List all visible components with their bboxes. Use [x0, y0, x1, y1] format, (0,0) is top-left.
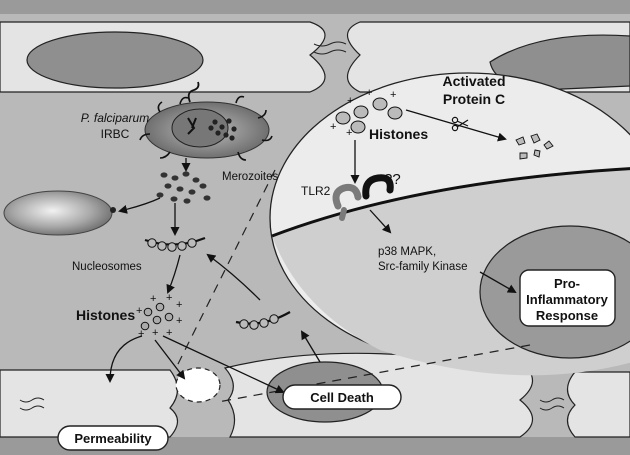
irbc-binding-strand: [187, 81, 200, 103]
pathway-arrows: [105, 109, 517, 394]
activated-protein-c-line1: Activated: [442, 73, 505, 89]
histone-particle-icon: [140, 302, 174, 331]
svg-text:+: +: [138, 328, 144, 340]
histones-left-label: Histones: [76, 307, 135, 323]
pro-inflammatory-response-box: [519, 269, 616, 327]
svg-text:+: +: [346, 127, 352, 139]
tight-junction-bottom-right: [539, 397, 565, 411]
svg-text:+: +: [152, 327, 158, 339]
svg-text:+: +: [347, 95, 353, 107]
degraded-histone-fragments: [515, 133, 554, 160]
cell-death-label: Cell Death: [310, 390, 374, 405]
svg-text:+: +: [136, 305, 142, 317]
cell-membrane: [271, 167, 630, 238]
response-label-line3: Response: [536, 308, 598, 323]
tlr2-receptor-stem: [339, 207, 347, 221]
merozoites: [156, 171, 211, 204]
parasite-body: [171, 108, 229, 148]
svg-text:+: +: [166, 327, 172, 339]
uninfected-red-blood-cell: [3, 190, 113, 236]
histone-charges-right: + + + + +: [330, 87, 396, 139]
kinase-label-line1: p38 MAPK,: [378, 246, 436, 258]
nucleosome-icon: [144, 236, 206, 252]
bottom-left-endothelial-cell: [0, 369, 179, 438]
parasite-chromatin-icon: [187, 117, 197, 135]
histone-particles-right: [335, 97, 403, 134]
top-band: [0, 0, 630, 14]
svg-text:+: +: [330, 121, 336, 133]
tight-junction-bottom-left: [19, 397, 45, 411]
response-label-line1: Pro-: [554, 276, 580, 291]
tlr2-label: TLR2: [301, 184, 331, 198]
permeability-box: [57, 425, 169, 451]
permeability-gap: [175, 367, 221, 403]
kinase-label-line2: Src-family Kinase: [378, 261, 467, 273]
zoom-line-left: [174, 169, 276, 371]
tight-junction-top: [313, 41, 347, 55]
response-label-line2: Inflammatory: [526, 292, 608, 307]
svg-text:+: +: [150, 293, 156, 305]
svg-text:+: +: [390, 89, 396, 101]
parasite-name-label: P. falciparum: [81, 111, 149, 125]
zoom-line-right: [217, 344, 531, 403]
cell-death-box: [282, 384, 402, 410]
irbc-label: IRBC: [101, 127, 130, 141]
histone-charges-left: + + + + + + + +: [136, 292, 182, 340]
released-nucleosome-chain: [235, 311, 291, 330]
svg-text:+: +: [366, 87, 372, 99]
unknown-receptor-label: ??: [384, 171, 401, 188]
permeability-label: Permeability: [74, 431, 152, 446]
parasite-merozoite-cluster: [208, 118, 237, 141]
receptor-icon: [362, 174, 394, 200]
invading-merozoite: [110, 207, 116, 213]
histones-right-label: Histones: [369, 126, 428, 142]
top-left-nucleus: [26, 31, 204, 89]
bottom-right-endothelial-cell: [566, 371, 630, 438]
activated-protein-c-line2: Protein C: [443, 91, 505, 107]
merozoites-label: Merozoites: [222, 171, 278, 183]
irbc-knobs: [139, 95, 273, 161]
nucleosomes-label: Nucleosomes: [72, 261, 142, 273]
svg-text:+: +: [166, 292, 172, 304]
svg-text:+: +: [176, 315, 182, 327]
tlr2-receptor-icon: [332, 183, 362, 210]
svg-text:+: +: [176, 299, 182, 311]
